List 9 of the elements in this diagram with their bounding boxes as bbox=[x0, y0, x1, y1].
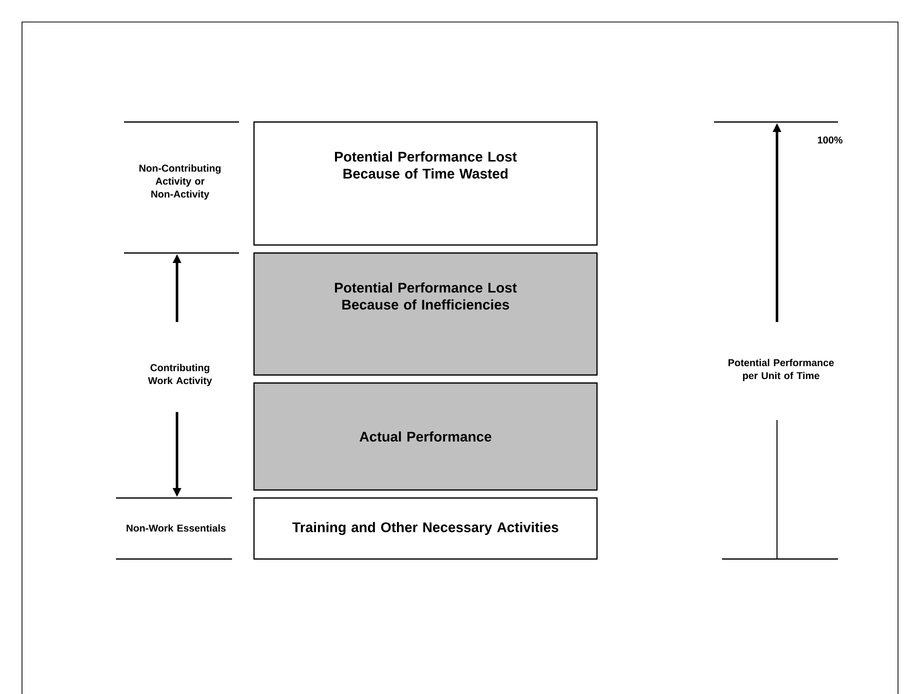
side-label: Non-Contributing Activity or Non-Activity bbox=[139, 164, 221, 200]
bar-segment: Training and Other Necessary Activities bbox=[253, 497, 598, 560]
side-label: Contributing Work Activity bbox=[148, 364, 212, 386]
bar-segment: Potential Performance Lost Because of Time Wasted bbox=[253, 121, 598, 246]
side-label: 100% bbox=[818, 136, 842, 144]
side-label: Non-Work Essentials bbox=[126, 524, 226, 532]
bar-segment: Actual Performance bbox=[253, 382, 598, 491]
side-label: Potential Performance per Unit of Time bbox=[728, 358, 834, 382]
bar-segment: Potential Performance Lost Because of Inefficiencies bbox=[253, 252, 598, 376]
